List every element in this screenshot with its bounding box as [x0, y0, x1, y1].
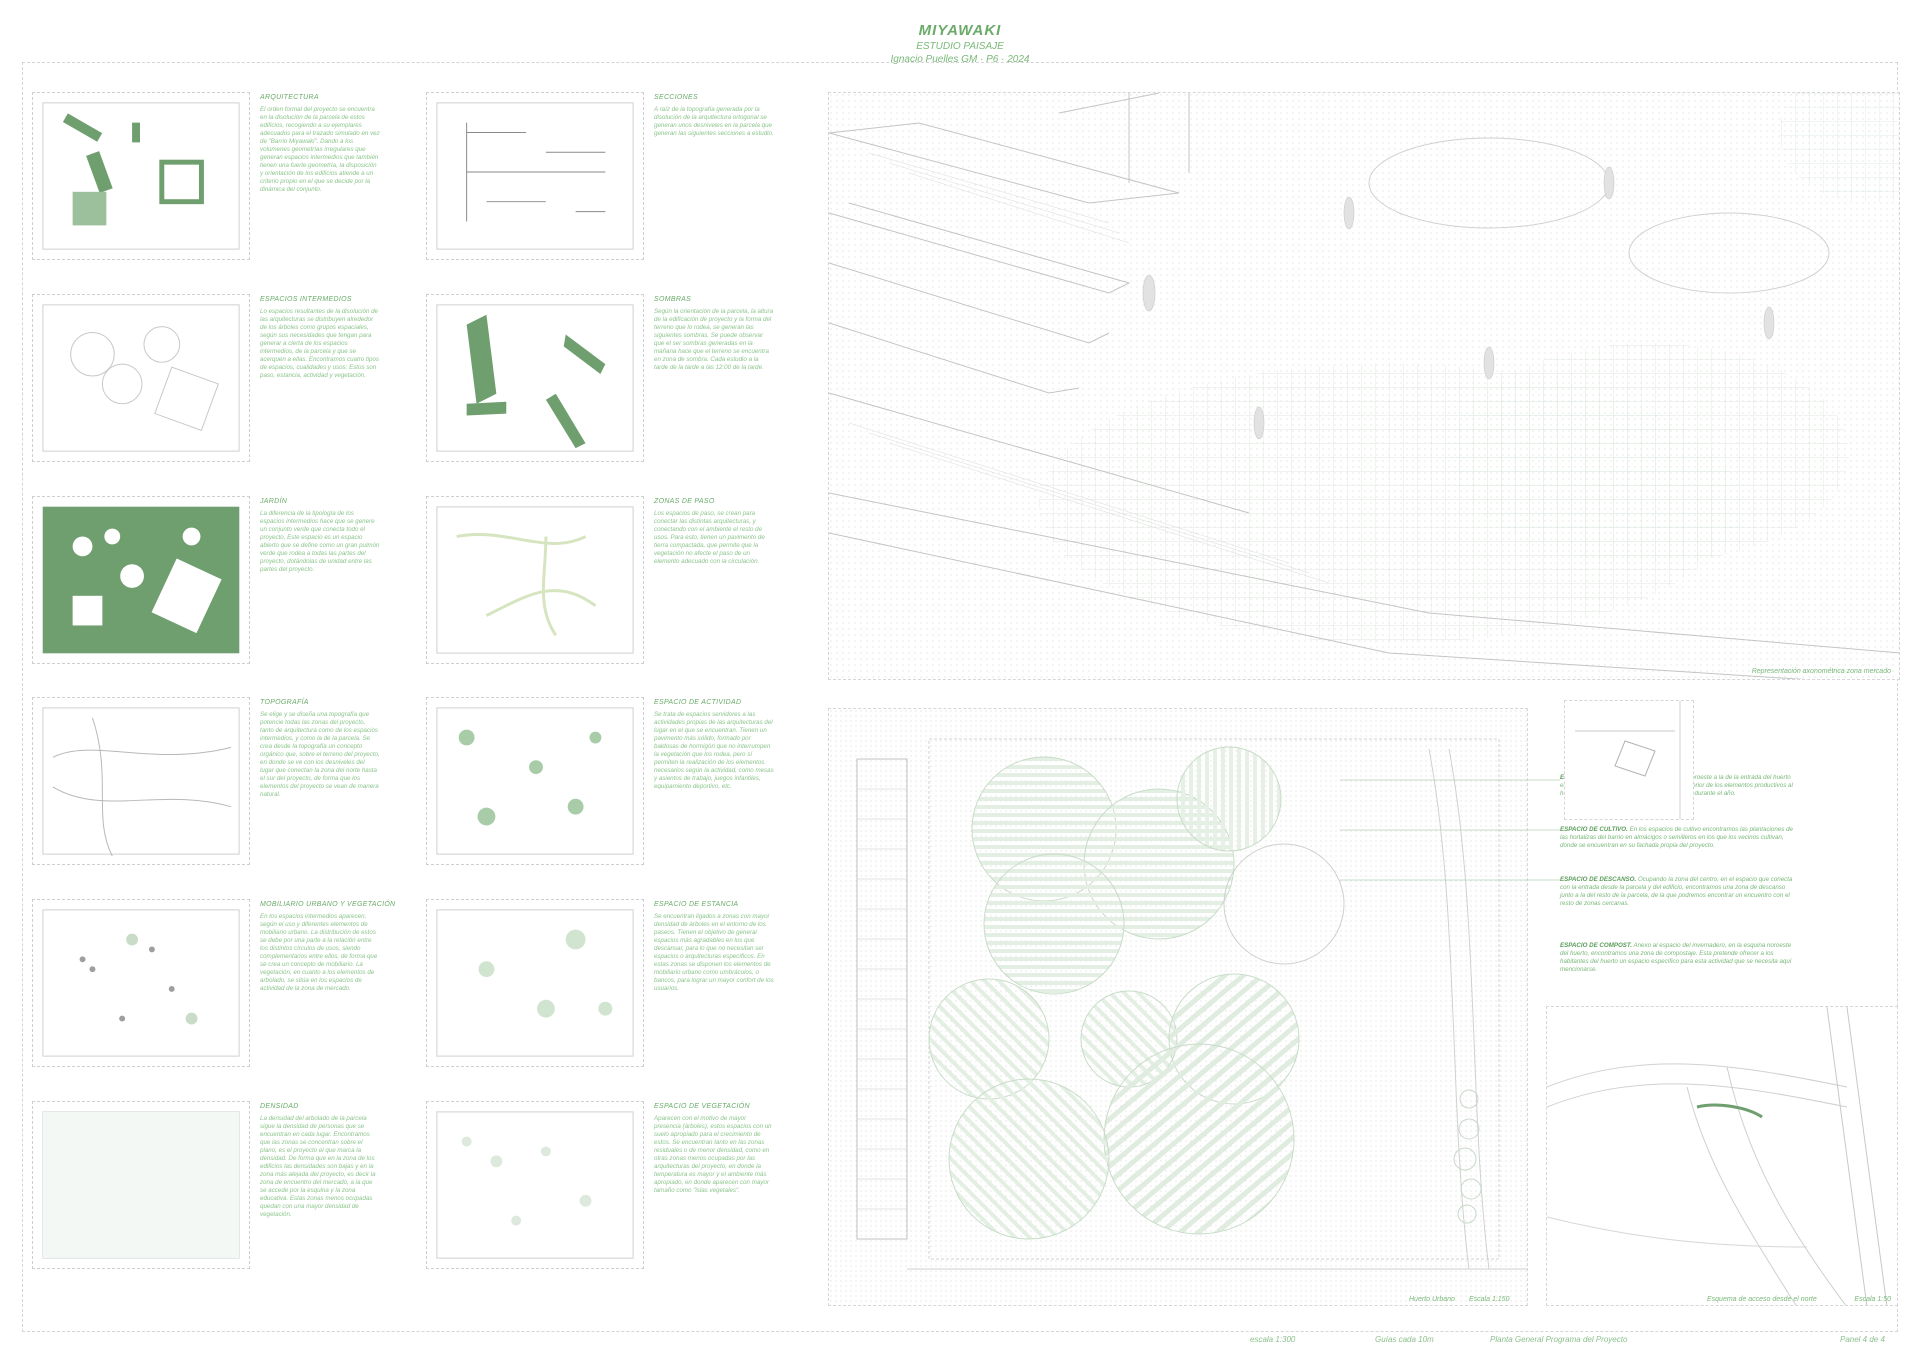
access-scheme: Esquema de acceso desde el norte Escala …: [1546, 1006, 1898, 1306]
panel-title: JARDÍN: [260, 498, 288, 505]
page-subtitle: ESTUDIO PAISAJE: [916, 41, 1004, 52]
panel-text: Aparecen con el motivo de mayor presenci…: [654, 1115, 772, 1194]
axonometric-drawing: [829, 93, 1899, 679]
legend-item: ESPACIO DE CULTIVO. En los espacios de c…: [1560, 826, 1795, 850]
access-scheme-drawing: [1547, 1007, 1888, 1305]
panel-text: El orden formal del proyecto se encuentr…: [260, 106, 380, 193]
panel-text: Se elige y se diseña una topografía que …: [260, 711, 380, 798]
panel-title: ESPACIO DE VEGETACIÓN: [654, 1103, 750, 1110]
legend-item-head: ESPACIO DE CULTIVO.: [1560, 826, 1628, 833]
footer-grid: Guías cada 10m: [1375, 1335, 1434, 1344]
panel-title: ZONAS DE PASO: [654, 498, 715, 505]
panel-thumbnail-paths: [426, 496, 644, 664]
page-title: MIYAWAKI: [918, 22, 1002, 39]
legend-leaders: [1340, 779, 1560, 881]
panel-title: ESPACIO DE ESTANCIA: [654, 901, 739, 908]
panel-thumbnail-vegetation: [426, 1101, 644, 1269]
panel-title: SOMBRAS: [654, 296, 692, 303]
urban-garden-plan: Huerto Urbano Escala 1:150: [828, 708, 1528, 1306]
panel-thumbnail-arch: [32, 92, 250, 260]
panel-text: En los espacios intermedios aparecen, se…: [260, 913, 378, 992]
panel-text: La diferencia de la tipología de los esp…: [260, 510, 380, 573]
panel-text: Los espacios de paso, se crean para cone…: [654, 510, 765, 565]
scheme-caption: Esquema de acceso desde el norte: [1707, 1296, 1817, 1303]
render-caption: Representación axonométrica zona mercado: [1751, 668, 1891, 675]
panel-thumbnail-activity: [426, 697, 644, 865]
legend-item-text: En los espacios de cultivo encontramos l…: [1560, 826, 1793, 849]
panel-text: Se encuentran ligados a zonas con mayor …: [654, 913, 774, 992]
legend-item-head: ESPACIO DE COMPOST.: [1560, 942, 1632, 949]
garden-plan-drawing: [829, 709, 1527, 1305]
panel-thumbnail-stay: [426, 899, 644, 1067]
legend-item: ESPACIO DE COMPOST. Anexo al espacio del…: [1560, 942, 1795, 974]
scheme-scale: Escala 1:50: [1854, 1296, 1891, 1303]
greenhouse-detail: [1564, 700, 1694, 820]
footer-title: Planta General Programa del Proyecto: [1490, 1335, 1628, 1344]
panel-title: DENSIDAD: [260, 1103, 299, 1110]
panel-title: ESPACIO DE ACTIVIDAD: [654, 699, 742, 706]
panel-title: TOPOGRAFÍA: [260, 699, 309, 706]
panel-text: Lo espacios resultantes de la disolución…: [260, 308, 380, 379]
legend-item-text: Anexo al espacio del invernadero, en la …: [1560, 942, 1792, 973]
footer-panel: Panel 4 de 4: [1840, 1335, 1885, 1344]
panel-title: ARQUITECTURA: [260, 94, 319, 101]
greenhouse-drawing: [1575, 701, 1681, 819]
plan-caption-left: Huerto Urbano: [1409, 1296, 1455, 1303]
panel-thumbnail-density: [32, 1101, 250, 1269]
panel-title: MOBILIARIO URBANO Y VEGETACIÓN: [260, 901, 396, 908]
plan-scale-left: Escala 1:150: [1469, 1296, 1510, 1303]
header: MIYAWAKI ESTUDIO PAISAJE Ignacio Puelles…: [0, 22, 1920, 65]
panel-thumbnail-intermediate: [32, 294, 250, 462]
sheet-frame: [22, 62, 1898, 1332]
panel-text: La densidad del arbolado de la parcela s…: [260, 1115, 376, 1218]
panel-thumbnail-topo: [32, 697, 250, 865]
panel-thumbnail-sections: [426, 92, 644, 260]
legend-item-text: Ocupando la zona del centro, en el espac…: [1560, 876, 1793, 907]
footer-scale: escala 1:300: [1250, 1335, 1296, 1344]
axonometric-render: Representación axonométrica zona mercado: [828, 92, 1900, 680]
panel-text: Se trata de espacios servidores a las ac…: [654, 711, 774, 790]
page-author: Ignacio Puelles GM · P6 · 2024: [890, 54, 1030, 65]
panel-thumbnail-shadows: [426, 294, 644, 462]
panel-thumbnail-garden: [32, 496, 250, 664]
panel-text: Según la orientación de la parcela, la a…: [654, 308, 774, 371]
legend-item-head: ESPACIO DE DESCANSO.: [1560, 876, 1637, 883]
panel-title: SECCIONES: [654, 94, 698, 101]
panel-text: A raíz de la topografía generada por la …: [654, 106, 774, 137]
legend-item: ESPACIO DE DESCANSO. Ocupando la zona de…: [1560, 876, 1795, 908]
panel-thumbnail-furniture: [32, 899, 250, 1067]
panel-title: ESPACIOS INTERMEDIOS: [260, 296, 352, 303]
